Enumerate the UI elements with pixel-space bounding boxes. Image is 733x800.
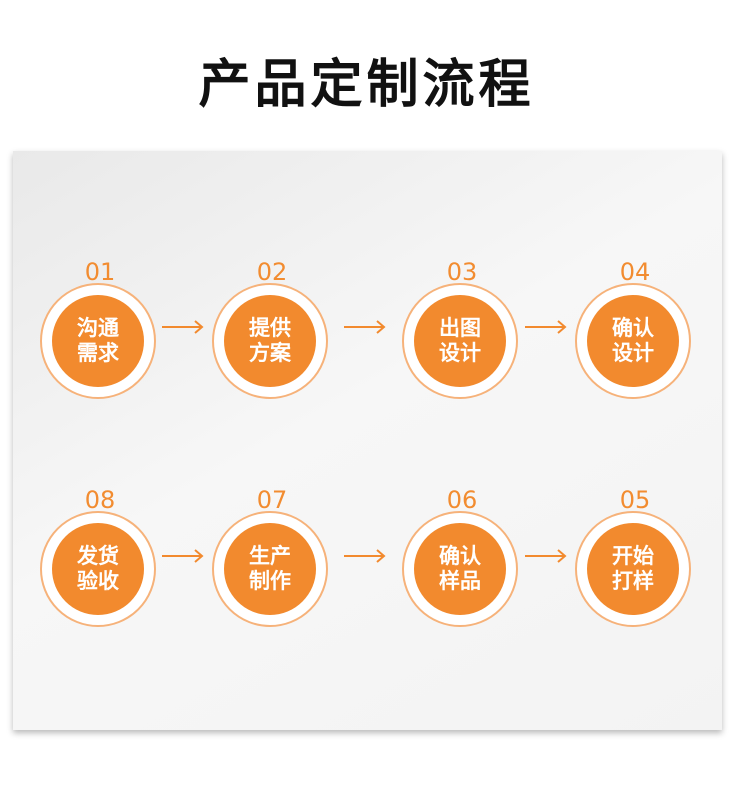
arrow-right-icon: [344, 320, 386, 334]
step-label-line2: 制作: [249, 569, 291, 593]
arrow-right-icon: [525, 320, 567, 334]
page-title: 产品定制流程: [198, 55, 535, 115]
step-04: 04 确认 设计: [573, 259, 697, 409]
arrow-right-icon: [344, 549, 386, 563]
step-label-line1: 出图: [439, 316, 481, 340]
step-ring: 开始 打样: [575, 511, 691, 627]
step-label-line1: 提供: [249, 316, 291, 340]
step-ring: 出图 设计: [402, 283, 518, 399]
step-label-line2: 需求: [77, 341, 119, 365]
step-05: 05 开始 打样: [573, 487, 697, 637]
arrow-right-icon: [525, 549, 567, 563]
step-number: 01: [84, 258, 116, 286]
step-06: 06 确认 样品: [400, 487, 524, 637]
step-ring: 确认 设计: [575, 283, 691, 399]
step-ring: 发货 验收: [40, 511, 156, 627]
step-circle: 开始 打样: [587, 523, 679, 615]
step-label-line1: 生产: [249, 544, 291, 568]
step-label-line1: 开始: [612, 544, 654, 568]
step-number: 07: [256, 486, 288, 514]
step-circle: 沟通 需求: [52, 295, 144, 387]
step-number: 04: [619, 258, 651, 286]
step-circle: 确认 样品: [414, 523, 506, 615]
step-08: 08 发货 验收: [38, 487, 162, 637]
step-ring: 沟通 需求: [40, 283, 156, 399]
arrow-right-icon: [162, 549, 204, 563]
step-label-line1: 确认: [612, 316, 654, 340]
step-label-line2: 设计: [439, 341, 481, 365]
step-label-line1: 确认: [439, 544, 481, 568]
step-07: 07 生产 制作: [210, 487, 334, 637]
step-circle: 发货 验收: [52, 523, 144, 615]
step-circle: 提供 方案: [224, 295, 316, 387]
arrow-right-icon: [162, 320, 204, 334]
step-label-line2: 方案: [249, 341, 291, 365]
step-number: 03: [446, 258, 478, 286]
step-circle: 出图 设计: [414, 295, 506, 387]
step-circle: 确认 设计: [587, 295, 679, 387]
step-ring: 确认 样品: [402, 511, 518, 627]
step-ring: 提供 方案: [212, 283, 328, 399]
step-label-line2: 验收: [77, 569, 119, 593]
step-number: 02: [256, 258, 288, 286]
step-label-line1: 发货: [77, 544, 119, 568]
process-panel: 01 沟通 需求 02 提供 方案 03 出图 设计: [13, 151, 722, 730]
step-03: 03 出图 设计: [400, 259, 524, 409]
step-02: 02 提供 方案: [210, 259, 334, 409]
step-ring: 生产 制作: [212, 511, 328, 627]
step-circle: 生产 制作: [224, 523, 316, 615]
step-label-line2: 设计: [612, 341, 654, 365]
step-01: 01 沟通 需求: [38, 259, 162, 409]
step-number: 06: [446, 486, 478, 514]
step-number: 08: [84, 486, 116, 514]
step-label-line2: 打样: [612, 569, 654, 593]
step-label-line2: 样品: [439, 569, 481, 593]
step-label-line1: 沟通: [77, 316, 119, 340]
step-number: 05: [619, 486, 651, 514]
